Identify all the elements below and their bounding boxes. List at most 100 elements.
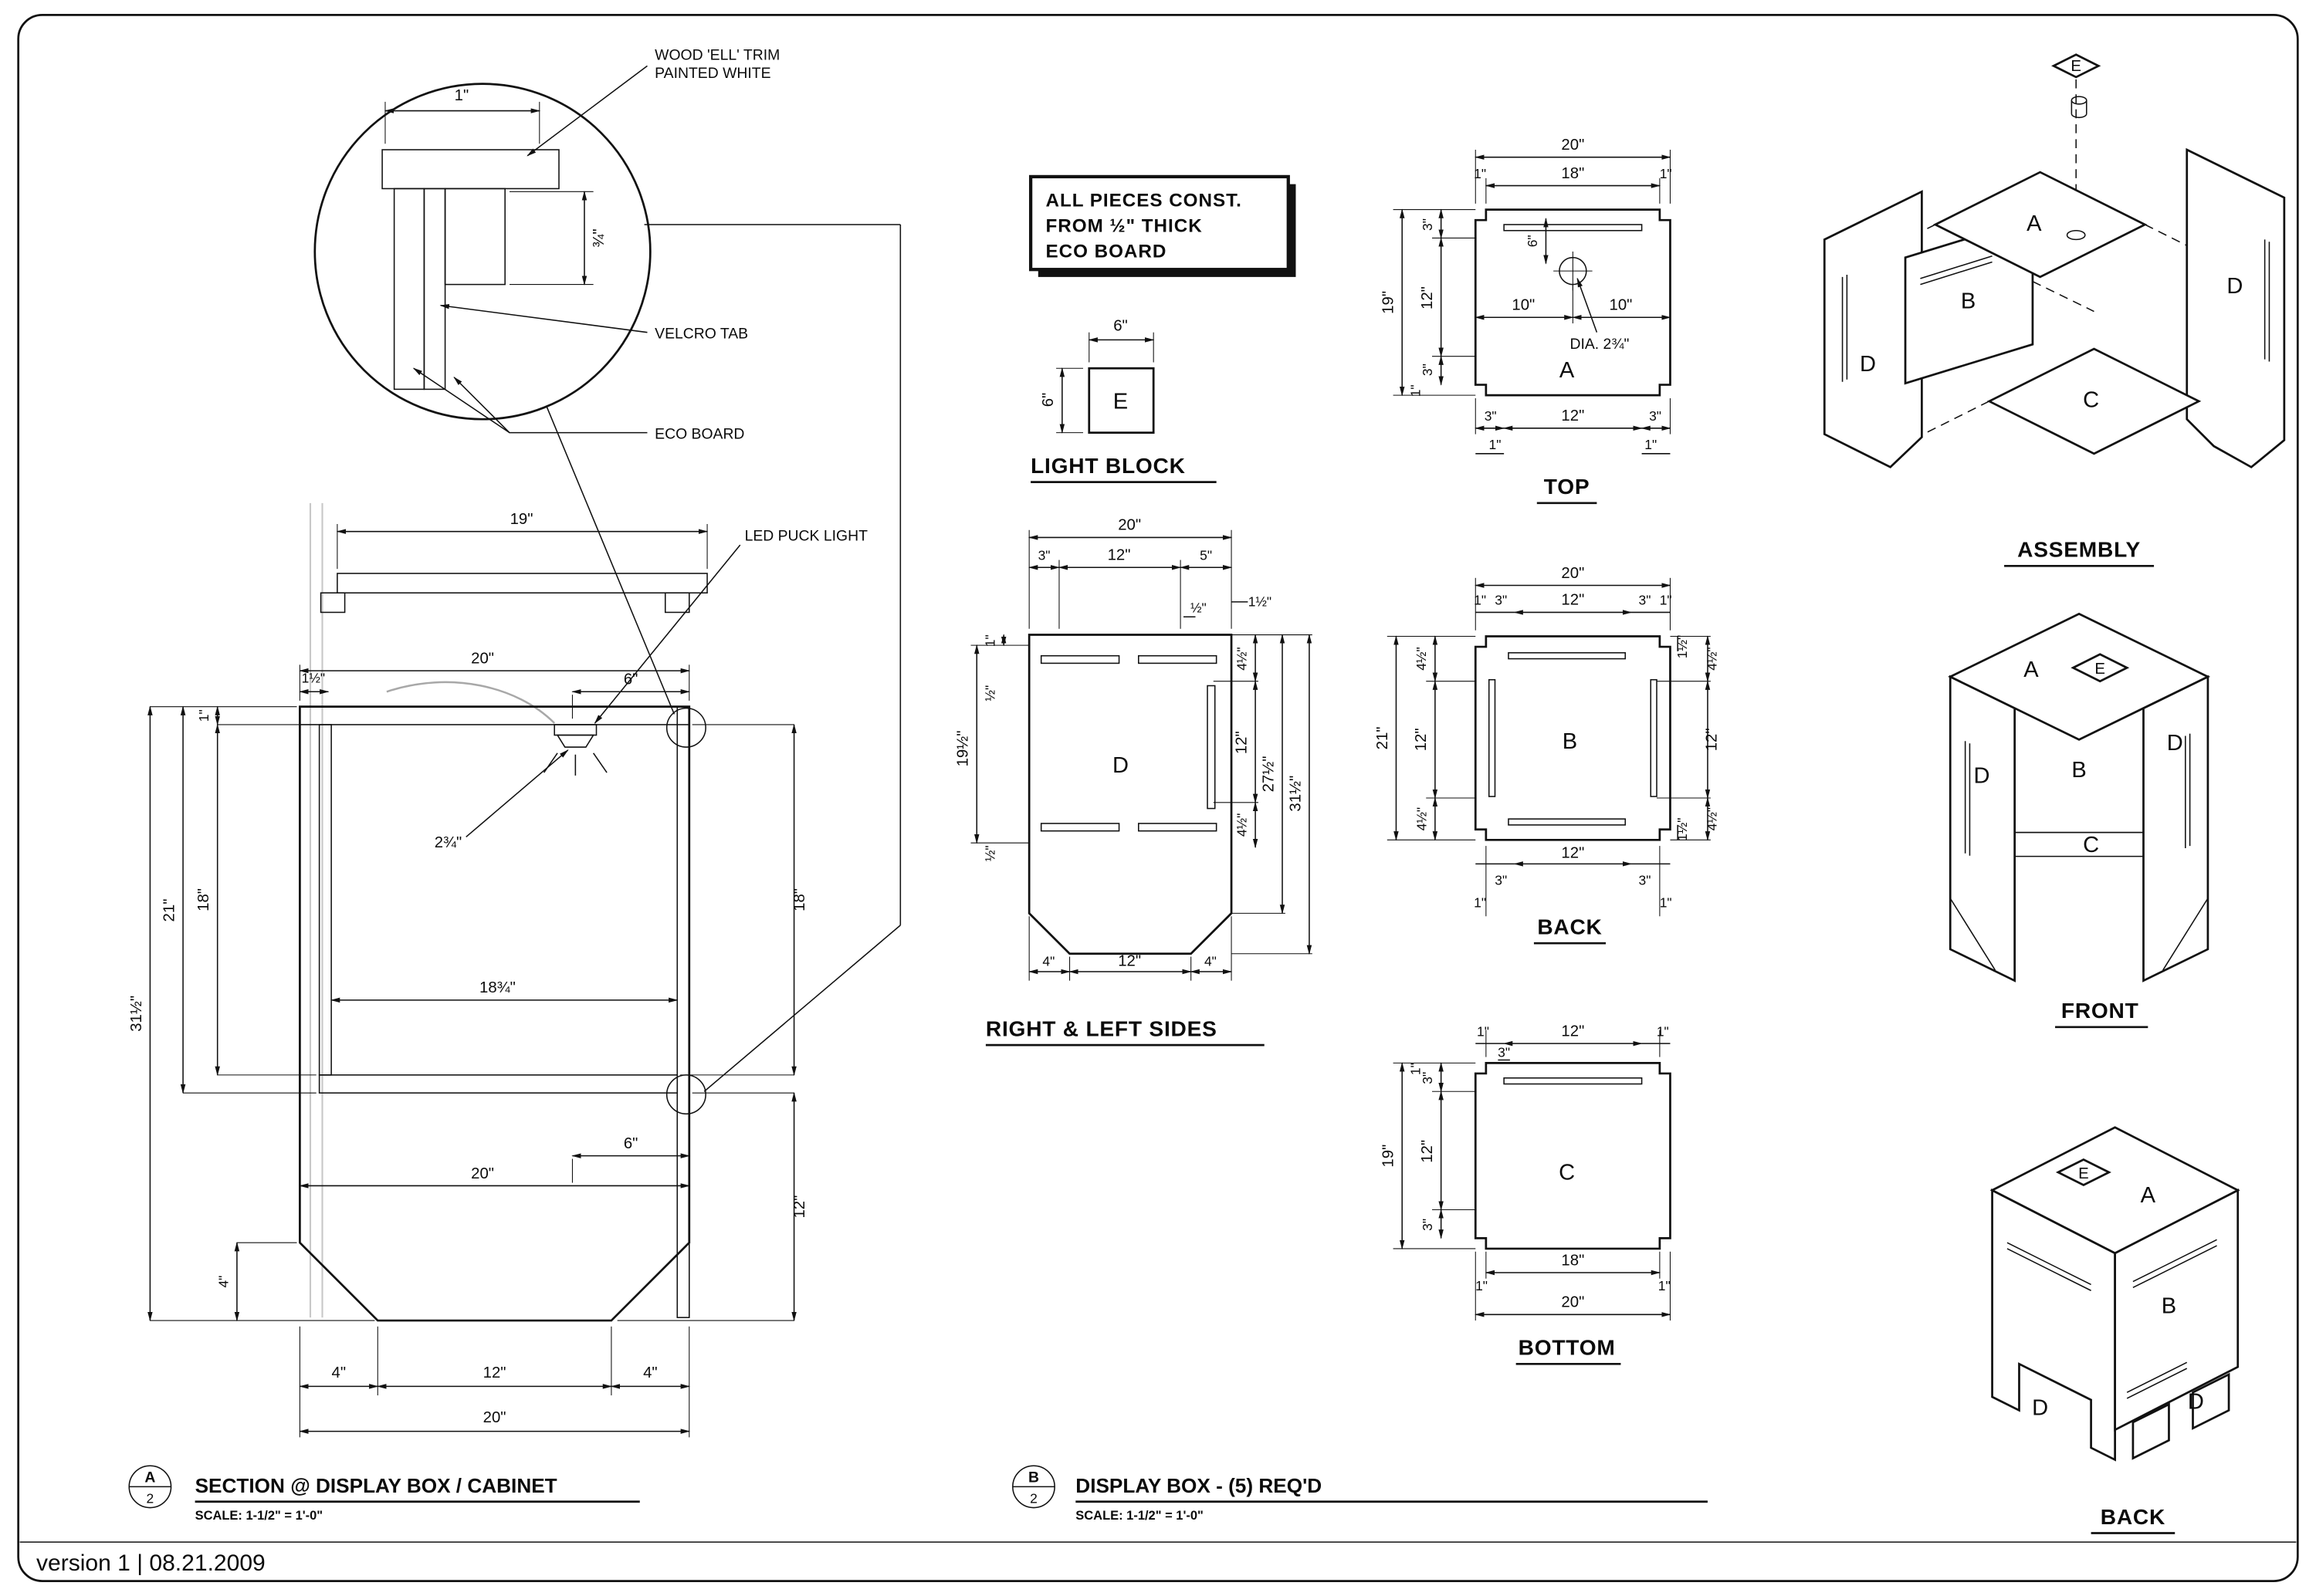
top-view: A 20" 1" 18" 1" 3" 19" 12" 3" 1" 6" 10" …	[1380, 137, 1672, 505]
note-box: ALL PIECES CONST. FROM ½" THICK ECO BOAR…	[1028, 174, 1296, 277]
bottom-dimension-lines	[1393, 1030, 1671, 1321]
back-dim-right-t1: 1½"	[1674, 635, 1690, 658]
sides-view: D 20" 3" 12" 5" ½" 1½" 1" ½" 19½" ½" 4½"…	[955, 517, 1312, 1047]
assembly-piece-a: A	[2026, 211, 2042, 236]
trim-label-line1: WOOD 'ELL' TRIM	[655, 47, 780, 64]
backiso-e-block	[2055, 1158, 2111, 1186]
top-dim-bot-e: 1"	[1644, 437, 1657, 452]
dim-leg-height: 12"	[791, 1195, 808, 1219]
callout-a-letter: A	[144, 1469, 155, 1486]
top-hole-label: DIA. 2¾"	[1569, 336, 1629, 353]
dim-foot-height: 4"	[215, 1276, 231, 1288]
front-piece-d-right: D	[2167, 731, 2183, 756]
assembly-piece-c: C	[2083, 388, 2099, 413]
light-wire	[386, 681, 556, 724]
front-piece-b: B	[2071, 758, 2086, 783]
back-dim-bot-a: 12"	[1561, 845, 1584, 862]
bottom-dim-top-b: 12"	[1561, 1023, 1584, 1040]
light-block-dim-height: 6"	[1040, 393, 1057, 407]
detail-dimensions	[384, 101, 594, 286]
bottom-panel-outline	[1474, 1062, 1671, 1250]
light-block-view: E 6" 6" LIGHT BLOCK	[1031, 318, 1217, 484]
back-view-label: BACK	[1537, 915, 1602, 939]
detail-dim-thickness: ¾"	[591, 228, 608, 247]
side-dim-top-b: 12"	[1108, 547, 1131, 564]
side-dim-right-lower: 4½"	[1234, 813, 1249, 837]
back-dim-left-a: 4½"	[1414, 647, 1429, 670]
bottom-piece-letter: C	[1559, 1161, 1575, 1185]
side-dim-left-half-a: ½"	[983, 685, 998, 702]
trim-label-line2: PAINTED WHITE	[655, 65, 770, 82]
upper-board-block-left	[320, 592, 346, 614]
back-dim-right-c: 4½"	[1705, 807, 1720, 830]
side-dim-right-h1: 27½"	[1260, 756, 1277, 793]
dim-bottom-left: 4"	[332, 1364, 347, 1381]
displaybox-title: DISPLAY BOX - (5) REQ'D	[1075, 1474, 1322, 1497]
top-dim-bot-d: 1"	[1489, 437, 1502, 452]
backiso-right-leg-1	[2131, 1402, 2170, 1460]
backiso-right-leg-2	[2192, 1372, 2230, 1430]
front-right-leg-cut	[2162, 898, 2209, 971]
back-dim-left-c: 4½"	[1414, 807, 1429, 830]
back-dim-top-total: 20"	[1561, 565, 1584, 582]
dim-total-height: 31½"	[128, 996, 145, 1032]
top-piece-letter: A	[1559, 358, 1575, 383]
front-piece-a: A	[2023, 658, 2039, 682]
light-block-outline	[1088, 367, 1155, 435]
dim-interior-width: 18¾"	[479, 979, 516, 996]
side-dim-left-half-b: ½"	[983, 845, 998, 861]
back-dim-top-e: 1"	[1660, 593, 1672, 608]
side-dim-step-half: ½"	[1190, 600, 1207, 615]
assembly-piece-d-left: D	[1860, 352, 1876, 377]
side-dim-top-total: 20"	[1118, 517, 1141, 534]
side-panel-outline	[299, 705, 691, 1322]
front-right-side	[2142, 675, 2209, 982]
top-panel-section	[299, 705, 690, 725]
bottom-dim-left-b: 3"	[1420, 1072, 1435, 1084]
front-piece-d-left: D	[1973, 764, 1989, 789]
note-box-frame	[1028, 174, 1290, 272]
bottom-panel-slot	[1503, 1077, 1643, 1085]
dim-bottom-center: 12"	[483, 1364, 506, 1381]
dim-interior-height: 18"	[195, 888, 212, 911]
top-panel-slot	[1503, 224, 1643, 232]
detail-bubble: 1" ¾" WOOD 'ELL' TRIM PAINTED WHITE VELC…	[313, 47, 780, 442]
dim-trim-offset: 1½"	[302, 671, 325, 686]
top-dim-left-a: 3"	[1420, 218, 1435, 231]
assembly-a-panel	[1932, 171, 2148, 279]
side-dim-bottom-a: 4"	[1042, 953, 1055, 969]
section-title: SECTION @ DISPLAY BOX / CABINET	[195, 1474, 557, 1497]
front-view-label: FRONT	[2061, 999, 2139, 1023]
assembly-label: ASSEMBLY	[2017, 538, 2141, 562]
back-panel-slots	[1488, 652, 1657, 826]
bottom-dim-left-c: 12"	[1419, 1140, 1436, 1163]
construction-lines	[309, 502, 323, 1318]
side-dim-bottom-c: 4"	[1204, 953, 1217, 969]
front-left-side	[1949, 675, 2016, 982]
back-dimension-lines	[1387, 577, 1711, 917]
bottom-dim-bot-b: 1"	[1475, 1278, 1488, 1293]
assembly-plug	[2071, 96, 2087, 119]
backiso-piece-e: E	[2078, 1165, 2089, 1182]
front-left-leg-cut	[1949, 898, 1996, 971]
back-dim-right-a: 4½"	[1705, 647, 1720, 670]
bottom-dim-top-a: 1"	[1477, 1023, 1489, 1039]
top-dim-bot-c: 3"	[1649, 408, 1661, 424]
upper-board	[337, 573, 708, 594]
side-dim-top-c: 5"	[1200, 548, 1212, 563]
side-dim-left-one: 1"	[983, 634, 998, 647]
front-piece-e: E	[2094, 661, 2105, 678]
eco-board-strip	[393, 188, 425, 391]
version-text: version 1 | 08.21.2009	[36, 1550, 266, 1576]
back-piece-letter: B	[1563, 729, 1577, 754]
bottom-view-label: BOTTOM	[1519, 1336, 1616, 1360]
top-dim-left-c: 3"	[1420, 363, 1435, 376]
back-dim-top-b: 3"	[1495, 593, 1507, 608]
front-velcro-strips	[1964, 733, 2191, 856]
top-dim-b: 18"	[1561, 165, 1584, 182]
back-panel-outline	[1474, 635, 1671, 841]
upper-board-block-right	[664, 592, 690, 614]
assembly-d-right-panel	[2186, 147, 2286, 468]
section-dimension-lines	[147, 523, 797, 1438]
callout-b-letter: B	[1028, 1469, 1039, 1486]
